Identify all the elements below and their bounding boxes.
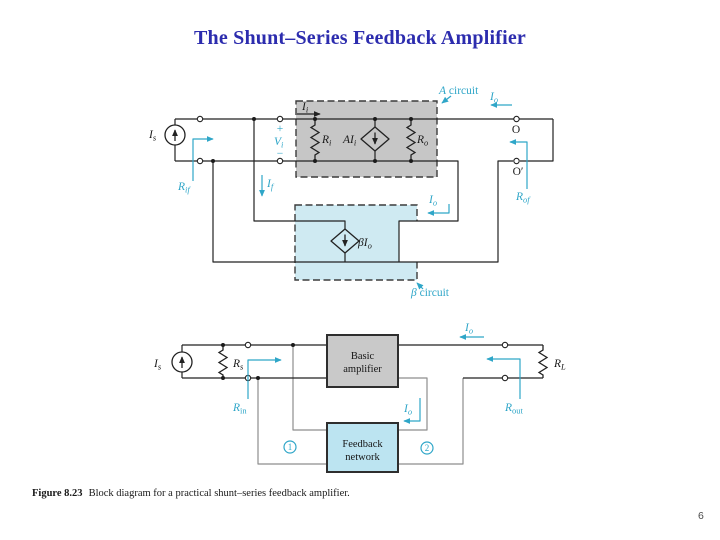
basic-amplifier-line2: amplifier xyxy=(343,364,382,375)
resistor-ri xyxy=(309,119,321,161)
junction-dot xyxy=(373,117,377,121)
feedback-network-line2: network xyxy=(345,452,380,463)
a-circuit-pointer xyxy=(441,95,452,104)
label-io-feedback: Io xyxy=(428,194,437,208)
figure-caption-text: Block diagram for a practical shunt–seri… xyxy=(88,488,350,499)
wire-bottom-rail xyxy=(175,160,459,262)
node-1-number: 1 xyxy=(288,442,293,452)
page-number: 6 xyxy=(698,510,704,522)
label-rof: Rof xyxy=(515,191,531,205)
terminal xyxy=(196,157,204,165)
terminal-o xyxy=(513,115,520,123)
basic-amplifier-line1: Basic xyxy=(351,351,375,362)
label-o: O xyxy=(512,124,520,136)
junction-dot xyxy=(252,117,256,121)
label-o-prime: O′ xyxy=(513,166,524,178)
junction-dot xyxy=(291,343,295,347)
wire-fb-right-bottom xyxy=(398,378,464,465)
wire-right-corner xyxy=(520,119,554,162)
label-rin: Rin xyxy=(232,402,247,416)
label-vi: Vi xyxy=(274,136,284,150)
terminal-vi-minus xyxy=(276,157,284,165)
wire-fb-right-top xyxy=(398,377,428,431)
beta-box-output-notch xyxy=(399,221,419,262)
label-rl: RL xyxy=(553,358,566,372)
terminal-vi-plus xyxy=(276,115,284,123)
terminal xyxy=(196,115,204,123)
resistor-ro xyxy=(405,119,417,161)
junction-dot xyxy=(313,159,317,163)
label-a-circuit: A circuit xyxy=(438,85,479,97)
junction-dot xyxy=(221,376,225,380)
label-rif: Rif xyxy=(177,181,191,195)
node-2-badge xyxy=(420,441,434,455)
label-ii: Ii xyxy=(301,101,309,115)
basic-amplifier-box xyxy=(326,334,399,388)
label-rout: Rout xyxy=(504,402,524,416)
controlled-source-beta-io xyxy=(330,228,360,254)
label-if: If xyxy=(266,178,275,192)
label-beta-io: βIo xyxy=(357,237,372,251)
feedback-network-box xyxy=(326,422,399,473)
label-minus: − xyxy=(277,148,284,160)
io-feedback-arrow xyxy=(403,398,421,424)
resistor-rs xyxy=(217,345,229,378)
label-beta-circuit: β circuit xyxy=(410,287,450,299)
junction-dot xyxy=(373,159,377,163)
rif-arrow xyxy=(192,136,214,181)
a-circuit-box xyxy=(295,100,438,178)
label-is: Is xyxy=(153,358,162,372)
figure-caption-label: Figure 8.23 xyxy=(32,488,83,499)
wire-fb-left-top xyxy=(292,345,327,431)
label-rs: Rs xyxy=(232,358,244,372)
rout-arrow xyxy=(486,356,521,399)
junction-dot xyxy=(221,343,225,347)
terminal-o-prime xyxy=(513,157,520,165)
beta-circuit-pointer xyxy=(416,282,424,290)
top-diagram: Is Rif + Vi − If Ii Ri AIi Ro A circuit … xyxy=(148,85,554,299)
node-1-badge xyxy=(283,440,297,454)
rof-arrow xyxy=(509,139,528,189)
label-is: Is xyxy=(148,129,157,143)
wire-output-return xyxy=(212,160,513,263)
label-plus: + xyxy=(277,123,284,135)
label-io-out: Io xyxy=(464,322,473,336)
label-ri: Ri xyxy=(321,134,332,148)
terminal xyxy=(501,341,509,349)
junction-dot xyxy=(256,376,260,380)
junction-dot xyxy=(409,117,413,121)
rin-arrow xyxy=(247,357,282,399)
page-title: The Shunt–Series Feedback Amplifier xyxy=(193,27,526,49)
beta-circuit-box xyxy=(294,204,418,281)
wire-feedback-top xyxy=(253,119,346,229)
junction-dot xyxy=(409,159,413,163)
label-ro: Ro xyxy=(416,134,428,148)
terminal xyxy=(501,374,509,382)
node-2-number: 2 xyxy=(425,443,430,453)
label-io-out: Io xyxy=(489,91,498,105)
bottom-diagram: Basic amplifier Feedback network xyxy=(153,322,566,473)
figure-caption: Figure 8.23 Block diagram for a practical… xyxy=(32,488,350,499)
feedback-network-line1: Feedback xyxy=(342,439,383,450)
junction-dot xyxy=(313,117,317,121)
label-io-feedback: Io xyxy=(403,403,412,417)
controlled-source-aii xyxy=(360,126,390,152)
junction-dot xyxy=(211,159,215,163)
io-feedback-arrow xyxy=(427,204,450,216)
terminal xyxy=(244,341,252,349)
resistor-rl xyxy=(537,345,549,378)
label-aii: AIi xyxy=(342,134,357,148)
wire-fb-left-bottom xyxy=(257,378,327,465)
